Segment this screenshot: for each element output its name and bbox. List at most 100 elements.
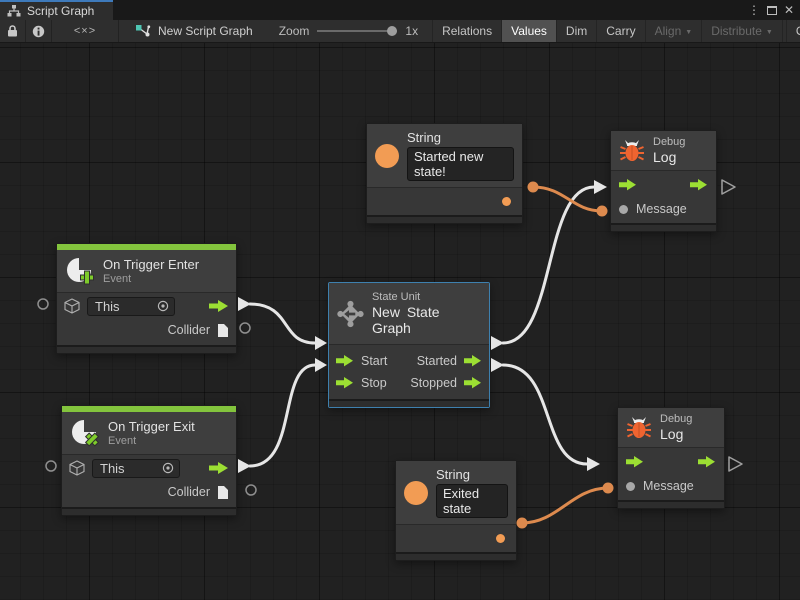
node-title: On Trigger Exit	[108, 419, 195, 434]
values-button[interactable]: Values	[501, 20, 556, 42]
string-output-port[interactable]	[496, 534, 505, 543]
string-output-port[interactable]	[502, 197, 511, 206]
zoom-slider-track[interactable]	[317, 30, 397, 32]
exit-output-port[interactable]	[698, 456, 716, 468]
wire-string-to-message-top	[533, 187, 602, 211]
tab-title: Script Graph	[27, 4, 94, 18]
overview-button[interactable]: Overview	[786, 20, 800, 42]
dim-button[interactable]: Dim	[556, 20, 596, 42]
message-input-port[interactable]	[626, 482, 635, 491]
carry-button[interactable]: Carry	[596, 20, 644, 42]
node-title: Log	[653, 149, 685, 165]
enter-input-port[interactable]	[626, 456, 644, 468]
collider-value-icon[interactable]	[217, 323, 229, 338]
graph-toolbar: <×> New Script Graph Zoom 1x Relations V…	[0, 20, 800, 43]
node-header: On Trigger Exit Event	[62, 412, 236, 454]
stopped-output-port[interactable]	[464, 377, 482, 389]
distribute-dropdown[interactable]: Distribute▼	[701, 20, 782, 42]
exit-output-port[interactable]	[690, 179, 708, 191]
node-string-bottom[interactable]: String Exited state	[395, 460, 517, 561]
state-unit-icon	[337, 300, 364, 328]
node-footer	[367, 215, 522, 223]
started-output-port[interactable]	[464, 355, 482, 367]
node-footer	[618, 500, 724, 508]
node-title: String	[407, 130, 514, 145]
node-footer	[329, 399, 489, 407]
node-on-trigger-exit[interactable]: On Trigger Exit Event This	[61, 405, 237, 516]
target-object-field[interactable]: This	[92, 459, 180, 478]
node-header: String Started new state!	[367, 124, 522, 187]
port-label-message: Message	[636, 202, 687, 216]
debug-bug-icon	[626, 415, 652, 441]
trigger-enter-event-icon	[65, 256, 95, 286]
script-graph-icon	[7, 5, 21, 17]
node-header: String Exited state	[396, 461, 516, 524]
menu-dots-icon[interactable]: ⋮	[748, 4, 760, 16]
enter-input-port[interactable]	[619, 179, 637, 191]
tab-script-graph[interactable]: Script Graph	[0, 0, 113, 20]
port-label-started: Started	[417, 354, 457, 368]
maximize-icon[interactable]	[767, 6, 777, 15]
info-button[interactable]	[26, 20, 51, 42]
chevron-down-icon: ▼	[685, 29, 692, 36]
wire-string-to-message-bottom	[522, 488, 608, 523]
object-picker-icon[interactable]	[157, 300, 169, 312]
lock-button[interactable]	[0, 20, 25, 42]
node-category: Debug	[653, 136, 685, 148]
port-label-stopped: Stopped	[410, 376, 457, 390]
node-header: On Trigger Enter Event	[57, 250, 236, 292]
collider-value-icon[interactable]	[217, 485, 229, 500]
window-controls: ⋮ ✕	[748, 0, 800, 20]
zoom-label: Zoom	[279, 24, 310, 38]
zoom-slider-handle[interactable]	[387, 26, 397, 36]
align-dropdown[interactable]: Align▼	[645, 20, 702, 42]
relations-button[interactable]: Relations	[432, 20, 501, 42]
debug-bug-icon	[619, 138, 645, 164]
toolbar-separator	[118, 20, 119, 42]
graph-icon	[135, 24, 151, 38]
object-picker-icon[interactable]	[162, 462, 174, 474]
gameobject-cube-icon	[64, 298, 80, 314]
wire-stopped-to-log	[503, 365, 587, 464]
node-header: State Unit New State Graph	[329, 283, 489, 344]
stop-input-port[interactable]	[336, 377, 354, 389]
node-title: New State Graph	[372, 304, 481, 336]
start-input-port[interactable]	[336, 355, 354, 367]
node-debug-log-top[interactable]: Debug Log Message	[610, 130, 717, 232]
node-footer	[396, 552, 516, 560]
string-value-field[interactable]: Exited state	[436, 484, 508, 518]
port-label-stop: Stop	[361, 376, 387, 390]
node-string-top[interactable]: String Started new state!	[366, 123, 523, 224]
value-wires	[522, 187, 608, 523]
unconnected-control-ports[interactable]	[722, 180, 742, 471]
string-literal-icon	[375, 144, 399, 168]
message-input-port[interactable]	[619, 205, 628, 214]
trigger-output-port[interactable]	[209, 462, 229, 475]
node-title: On Trigger Enter	[103, 257, 199, 272]
node-debug-log-bottom[interactable]: Debug Log Message	[617, 407, 725, 509]
node-category: Debug	[660, 413, 692, 425]
port-label-start: Start	[361, 354, 387, 368]
graph-breadcrumb[interactable]: New Script Graph	[135, 20, 253, 42]
node-header: Debug Log	[618, 408, 724, 447]
title-tab-bar: Script Graph ⋮ ✕	[0, 0, 800, 20]
string-value-field[interactable]: Started new state!	[407, 147, 514, 181]
zoom-control: Zoom 1x	[279, 20, 418, 42]
graph-canvas[interactable]: On Trigger Enter Event This	[0, 43, 800, 600]
node-category: State Unit	[372, 291, 481, 303]
trigger-output-port[interactable]	[209, 300, 229, 313]
trigger-exit-event-icon	[70, 418, 100, 448]
target-object-field[interactable]: This	[87, 297, 175, 316]
close-icon[interactable]: ✕	[784, 4, 794, 16]
node-on-trigger-enter[interactable]: On Trigger Enter Event This	[56, 243, 237, 354]
port-label-collider: Collider	[168, 485, 210, 499]
gameobject-cube-icon	[69, 460, 85, 476]
node-title: Log	[660, 426, 692, 442]
code-view-toggle[interactable]: <×>	[52, 20, 118, 42]
wire-enter-to-start	[250, 304, 315, 343]
node-header: Debug Log	[611, 131, 716, 170]
toolbar-buttons: Relations Values Dim Carry Align▼ Distri…	[432, 20, 800, 42]
zoom-slider[interactable]	[317, 24, 397, 38]
node-state-unit[interactable]: State Unit New State Graph Start Started	[328, 282, 490, 408]
